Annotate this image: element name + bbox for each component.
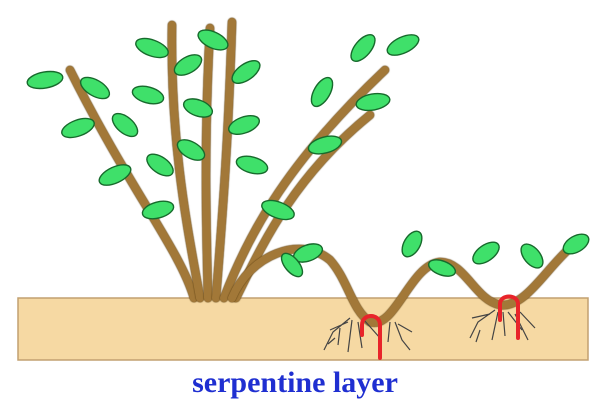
caption: serpentine layer — [0, 360, 590, 406]
plant-stems — [70, 22, 385, 298]
